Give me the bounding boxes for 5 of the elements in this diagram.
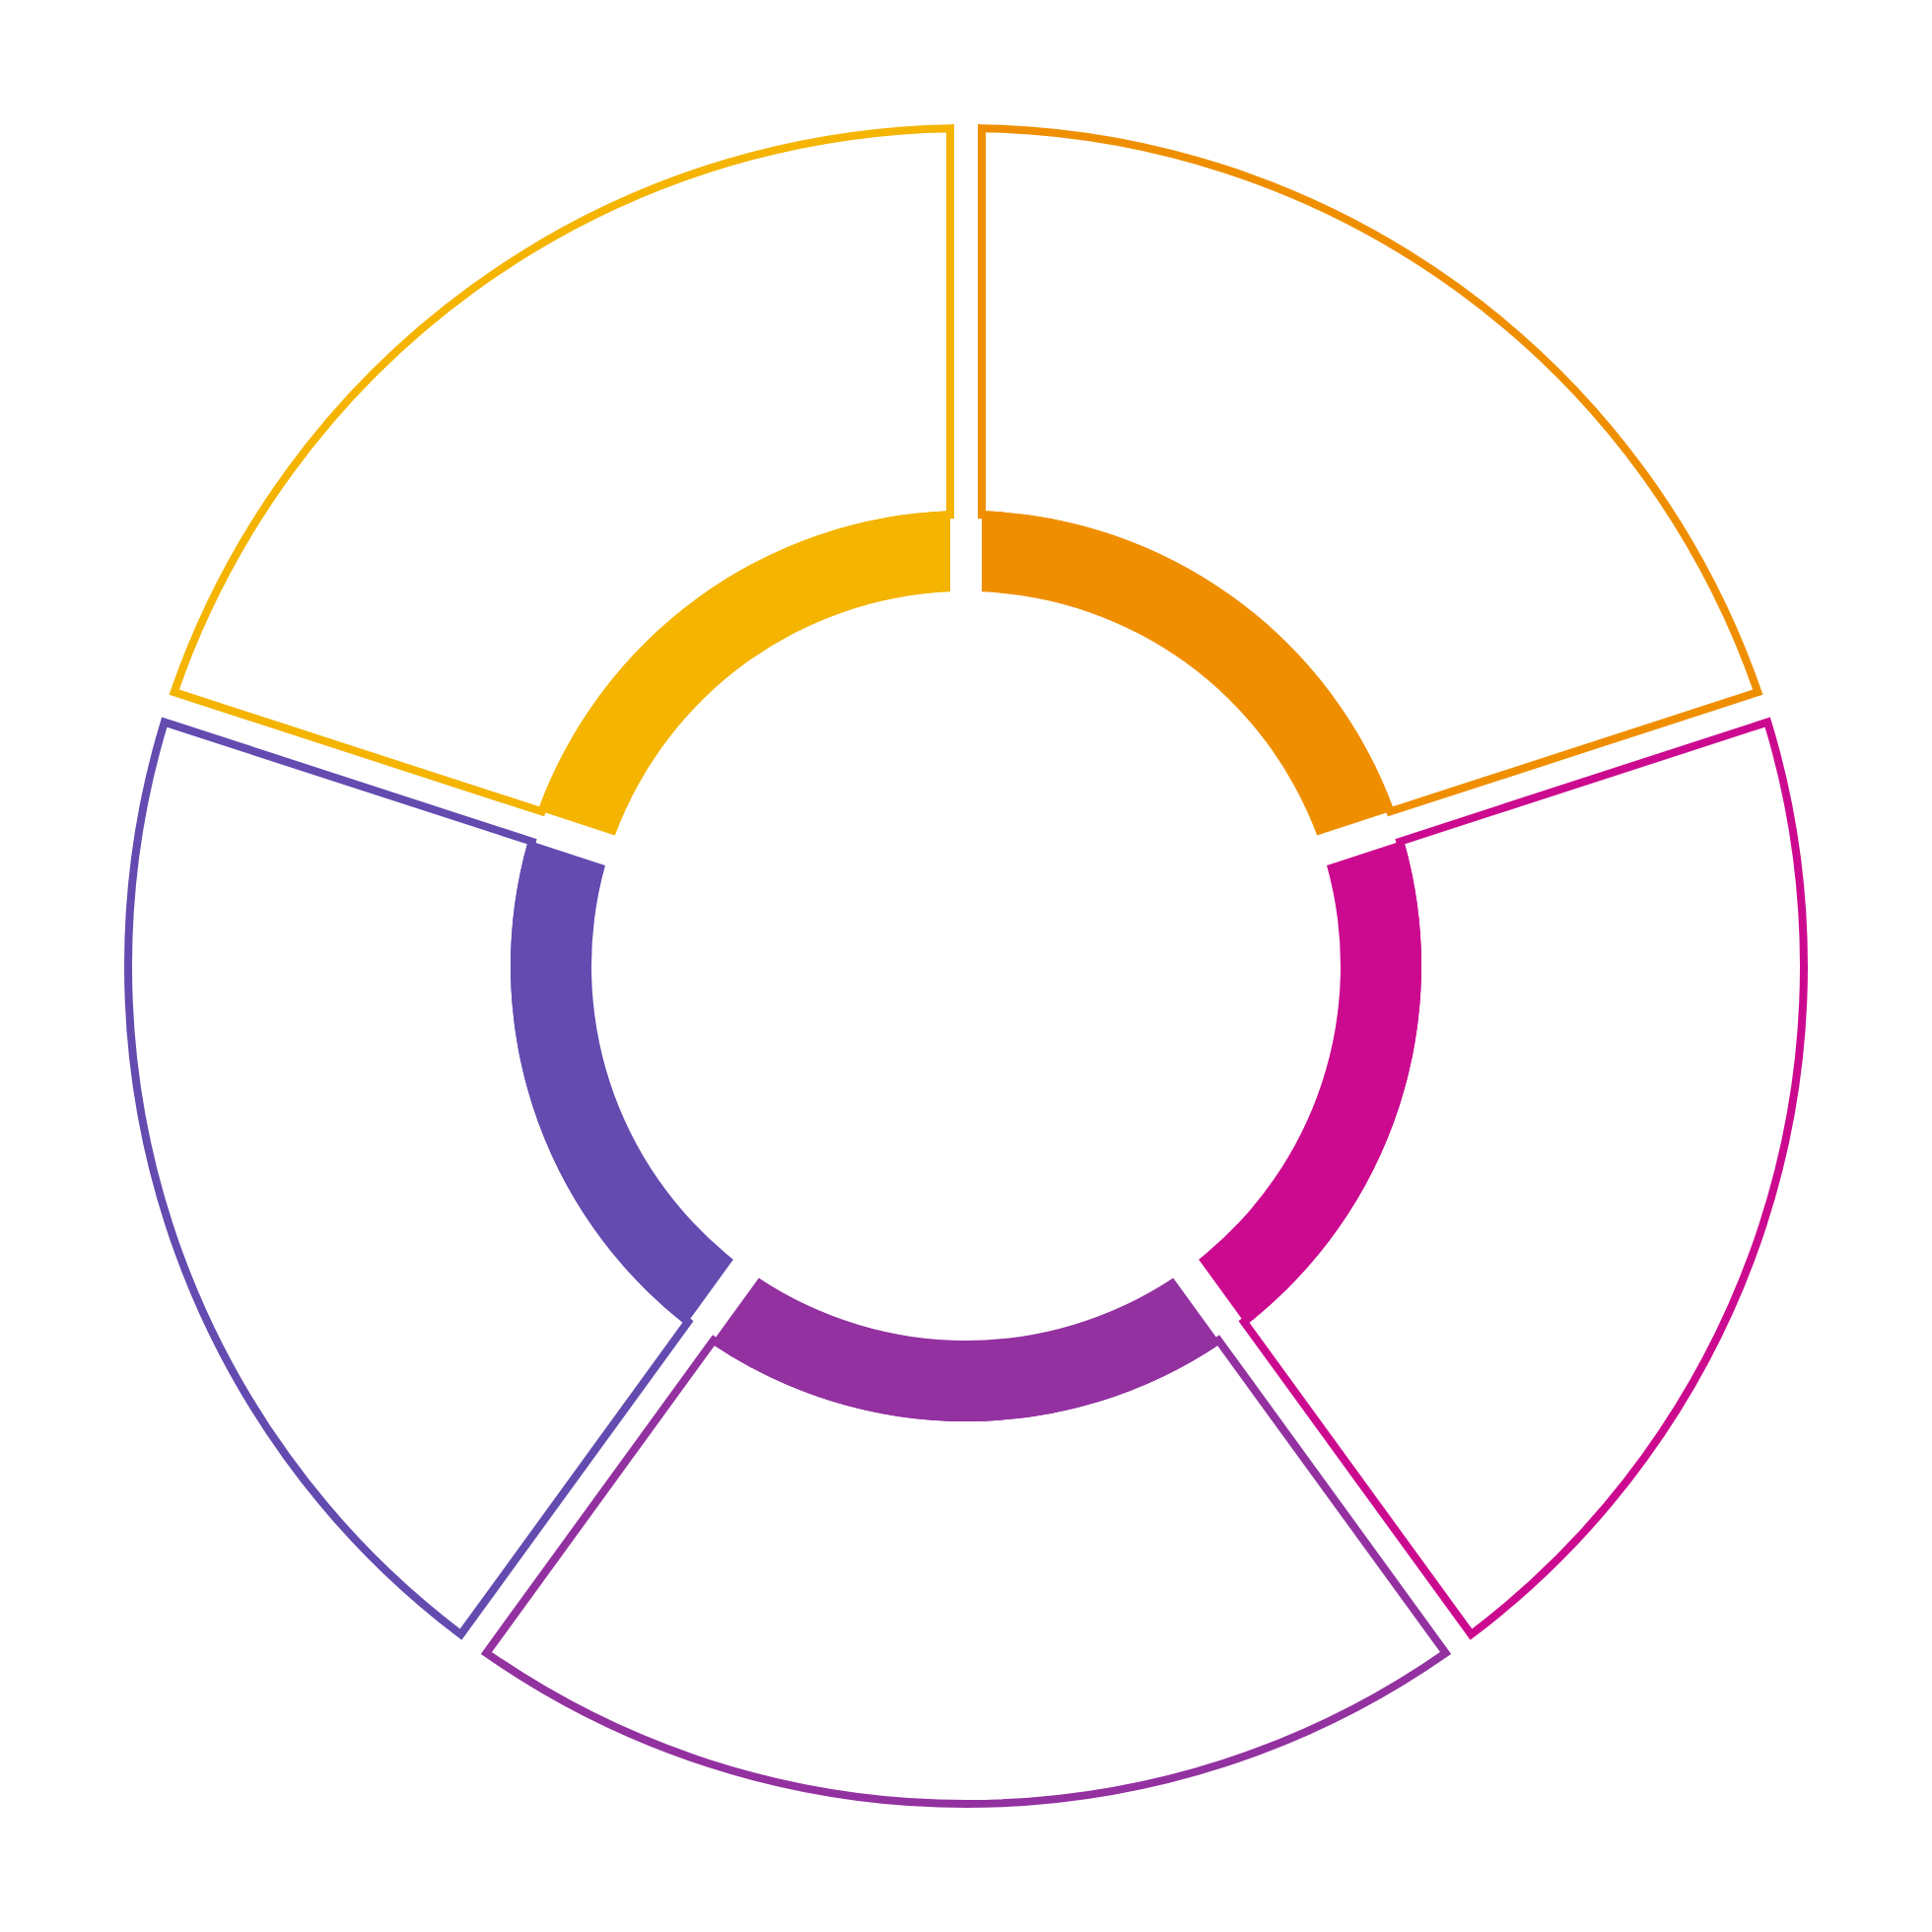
donut-segment: [170, 124, 954, 836]
donut-segment: [125, 718, 733, 1639]
donut-segment: [1199, 718, 1807, 1639]
donut-segment: [482, 1277, 1450, 1808]
donut-segment: [978, 124, 1762, 836]
